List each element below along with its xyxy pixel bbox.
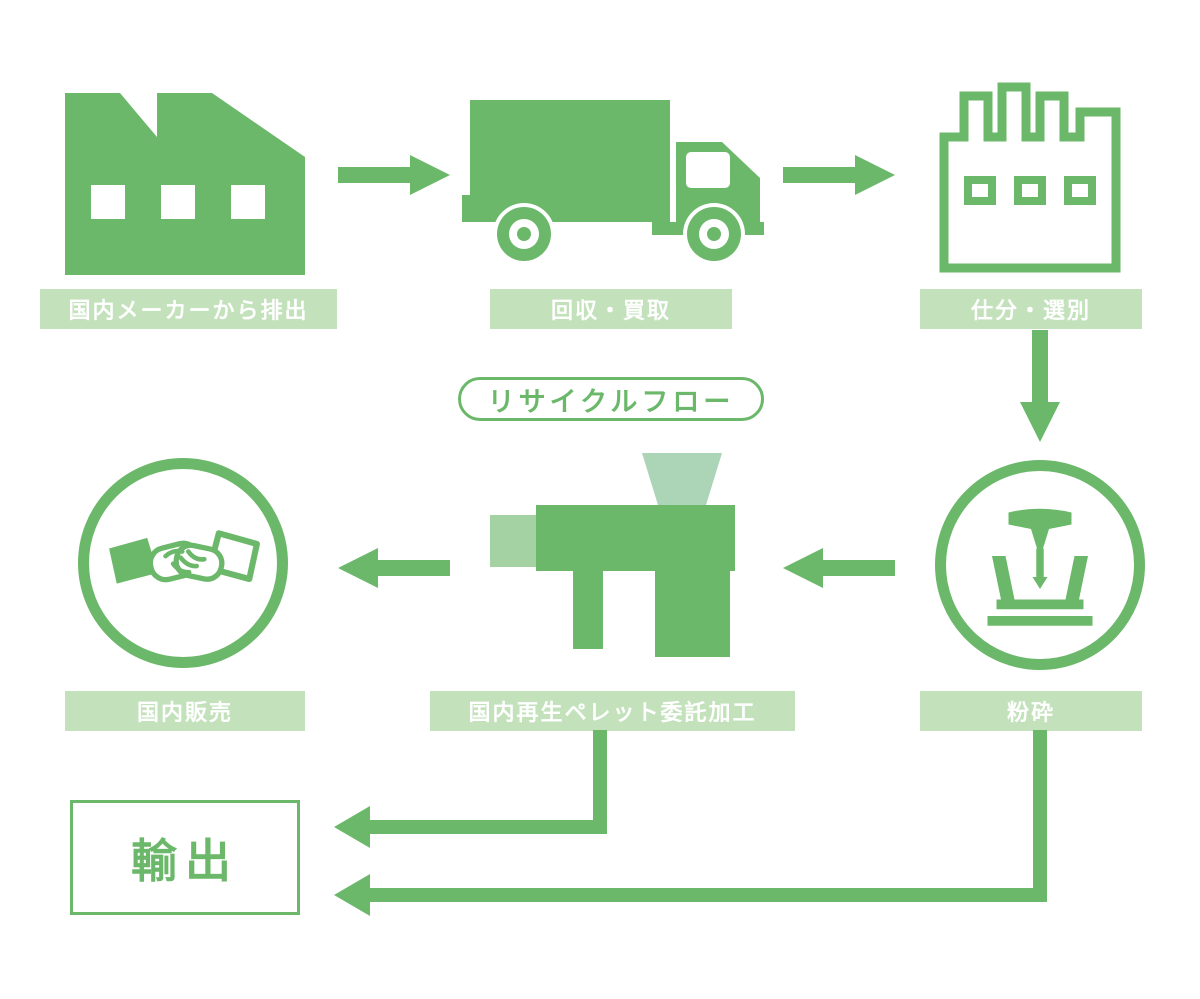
arrow-left-1-icon xyxy=(783,548,895,588)
crusher-badge xyxy=(935,460,1145,670)
arrow-down-icon xyxy=(1020,330,1060,442)
export-box: 輸出 xyxy=(70,800,300,915)
arrow-right-1-icon xyxy=(338,155,450,195)
pelletizer-label: 国内再生ペレット委託加工 xyxy=(430,691,795,731)
truck-label: 回収・買取 xyxy=(490,289,732,329)
factory-label: 国内メーカーから排出 xyxy=(40,289,337,329)
sorting-plant-icon xyxy=(930,82,1135,274)
pelletizer-icon xyxy=(490,453,735,658)
crusher-icon xyxy=(965,490,1115,640)
sales-badge xyxy=(78,458,288,668)
arrow-left-2-icon xyxy=(338,548,450,588)
export-connector-arrows xyxy=(330,725,1070,925)
export-label: 輸出 xyxy=(131,834,239,887)
factory-icon xyxy=(65,85,305,275)
handshake-icon xyxy=(103,483,263,643)
arrow-right-2-icon xyxy=(783,155,895,195)
sorting-label: 仕分・選別 xyxy=(920,289,1142,329)
truck-icon xyxy=(462,100,772,268)
crusher-label: 粉砕 xyxy=(920,691,1142,731)
sales-label: 国内販売 xyxy=(65,691,305,731)
diagram-title: リサイクルフロー xyxy=(458,377,764,421)
